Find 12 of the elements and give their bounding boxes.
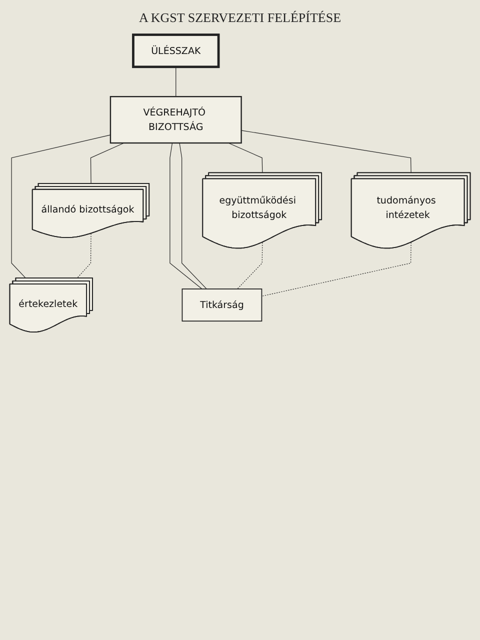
diagram-title: A KGST SZERVEZETI FELÉPÍTÉSE [138, 9, 342, 27]
connector [237, 242, 263, 290]
connector [11, 134, 111, 279]
node-box: Titkárság [182, 288, 262, 322]
connector [228, 142, 263, 174]
node-box: VÉGREHAJTÓ BIZOTTSÁG [110, 96, 242, 144]
connector [241, 130, 412, 174]
connector [170, 142, 202, 290]
node-box: ÜLÉSSZAK [132, 34, 220, 68]
connector [261, 242, 412, 296]
connector [179, 142, 207, 290]
connector [76, 233, 92, 279]
